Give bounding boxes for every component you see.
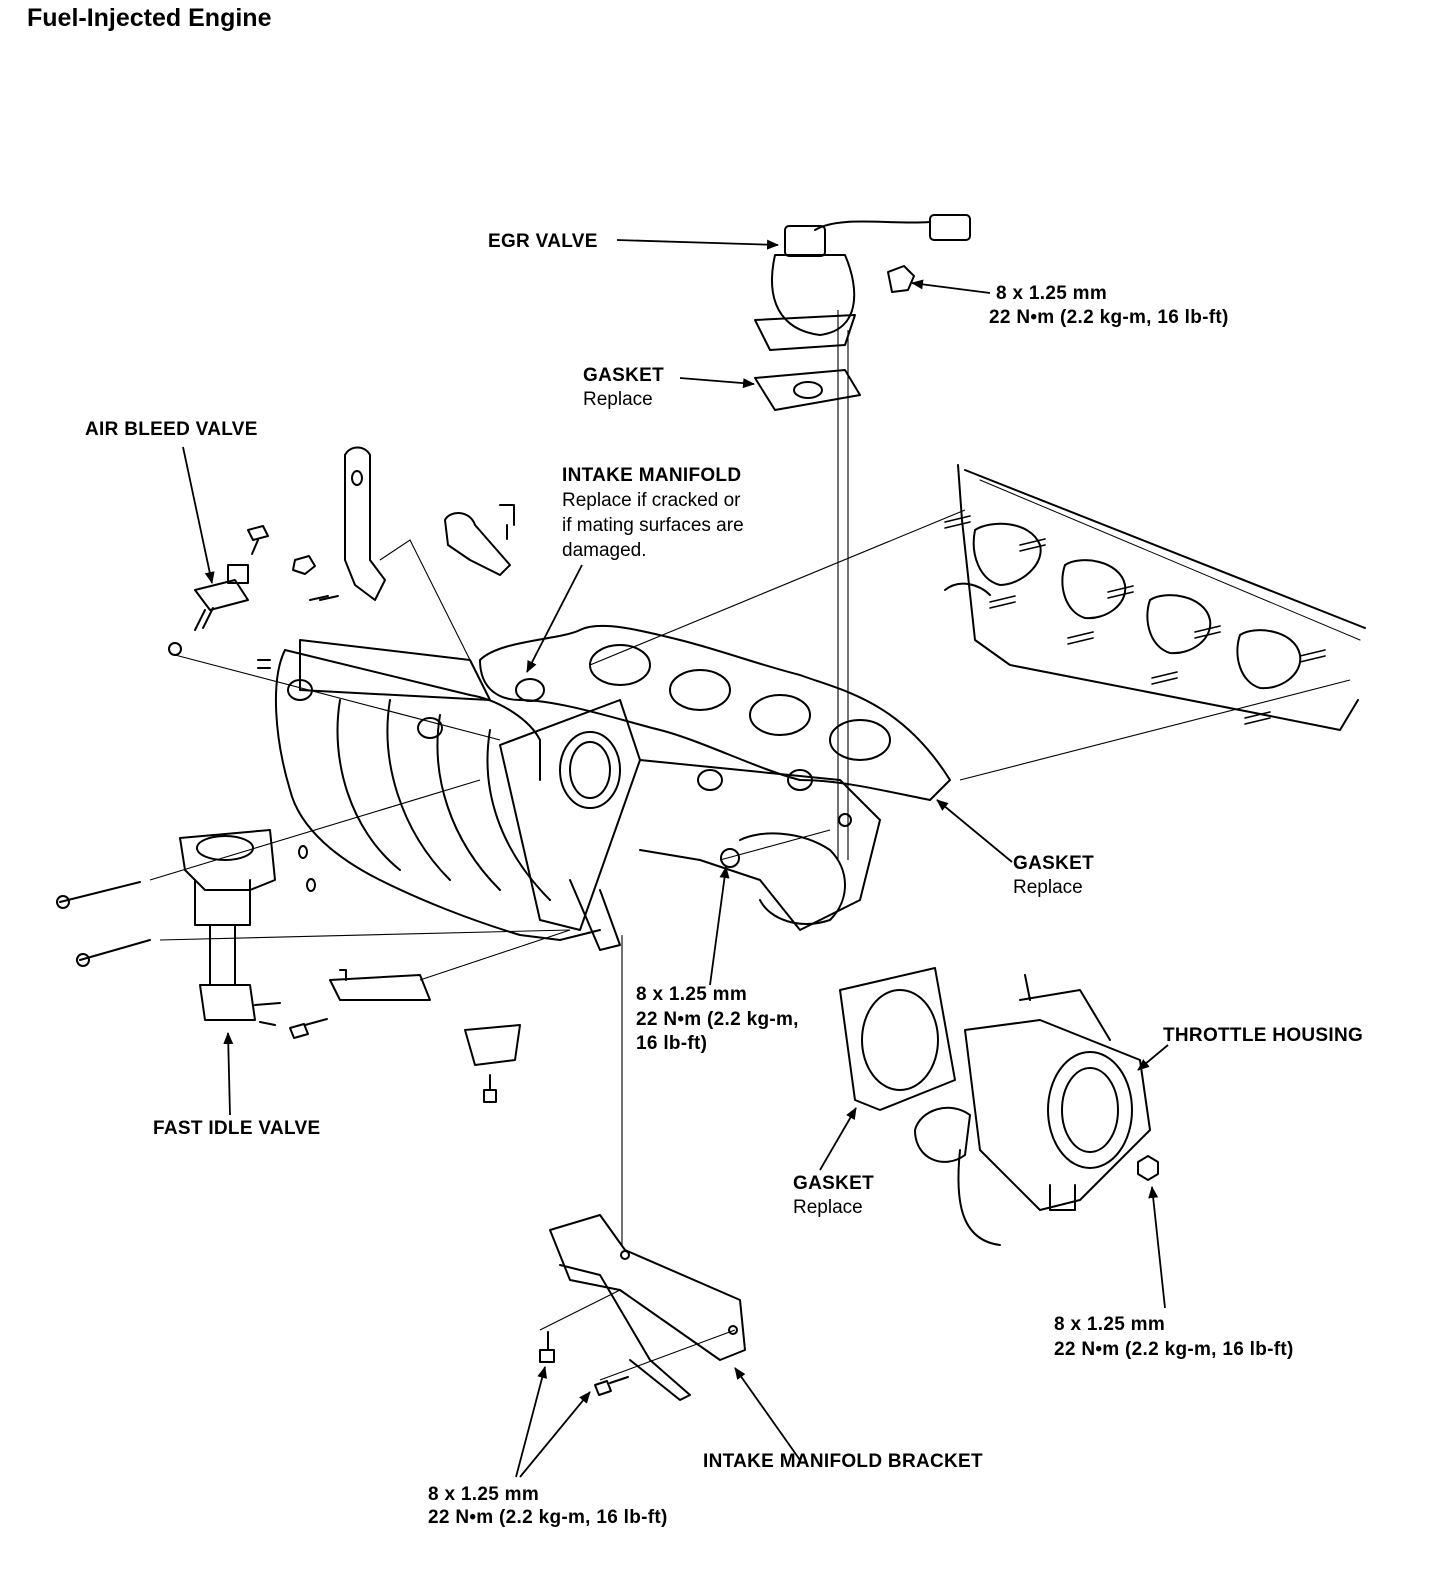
throttle-gasket-drawing xyxy=(839,967,956,1111)
bracket-label: INTAKE MANIFOLD BRACKET xyxy=(703,1451,983,1472)
intake-manifold-note-1: Replace if cracked or xyxy=(562,490,741,511)
throttle-gasket-note: Replace xyxy=(793,1197,863,1218)
egr-gasket-label: GASKET xyxy=(583,365,664,386)
intake-manifold-note-2: if mating surfaces are xyxy=(562,515,744,536)
manifold-gasket-note: Replace xyxy=(1013,877,1083,898)
intake-manifold-note-3: damaged. xyxy=(562,540,647,561)
fast-idle-valve-label: FAST IDLE VALVE xyxy=(153,1118,321,1139)
cylinder-head-drawing xyxy=(944,464,1366,731)
throttle-gasket-label: GASKET xyxy=(793,1173,874,1194)
throttle-housing-drawing xyxy=(914,974,1159,1246)
manifold-gasket-drawing xyxy=(479,624,951,801)
bracket-bolt-torque-label: 22 N•m (2.2 kg-m, 16 lb-ft) xyxy=(428,1507,668,1528)
intake-manifold-drawing xyxy=(257,639,881,951)
manifold-bracket-drawing xyxy=(539,1214,746,1401)
center-nut-torque-label-2: 16 lb-ft) xyxy=(636,1033,708,1054)
throttle-housing-label: THROTTLE HOUSING xyxy=(1163,1025,1364,1046)
page-title: Fuel-Injected Engine xyxy=(27,4,272,32)
throttle-nut-torque-label: 22 N•m (2.2 kg-m, 16 lb-ft) xyxy=(1054,1339,1294,1360)
small-brackets-drawing xyxy=(329,969,521,1103)
center-nut-size-label: 8 x 1.25 mm xyxy=(636,984,748,1005)
egr-nut-size-label: 8 x 1.25 mm xyxy=(996,283,1108,304)
air-bleed-valve-label: AIR BLEED VALVE xyxy=(85,419,258,440)
throttle-nut-size-label: 8 x 1.25 mm xyxy=(1054,1314,1166,1335)
egr-valve-drawing xyxy=(754,214,971,411)
fast-idle-valve-drawing xyxy=(56,829,328,1039)
egr-valve-label: EGR VALVE xyxy=(488,231,598,252)
egr-nut-torque-label: 22 N•m (2.2 kg-m, 16 lb-ft) xyxy=(989,307,1229,328)
bracket-bolt-size-label: 8 x 1.25 mm xyxy=(428,1484,540,1505)
manifold-gasket-label: GASKET xyxy=(1013,853,1094,874)
intake-manifold-label: INTAKE MANIFOLD xyxy=(562,465,742,486)
center-nut-torque-label-1: 22 N•m (2.2 kg-m, xyxy=(636,1009,799,1030)
egr-gasket-note: Replace xyxy=(583,389,653,410)
air-bleed-valve-drawing xyxy=(168,525,339,656)
upper-bracket-drawing xyxy=(344,446,515,601)
